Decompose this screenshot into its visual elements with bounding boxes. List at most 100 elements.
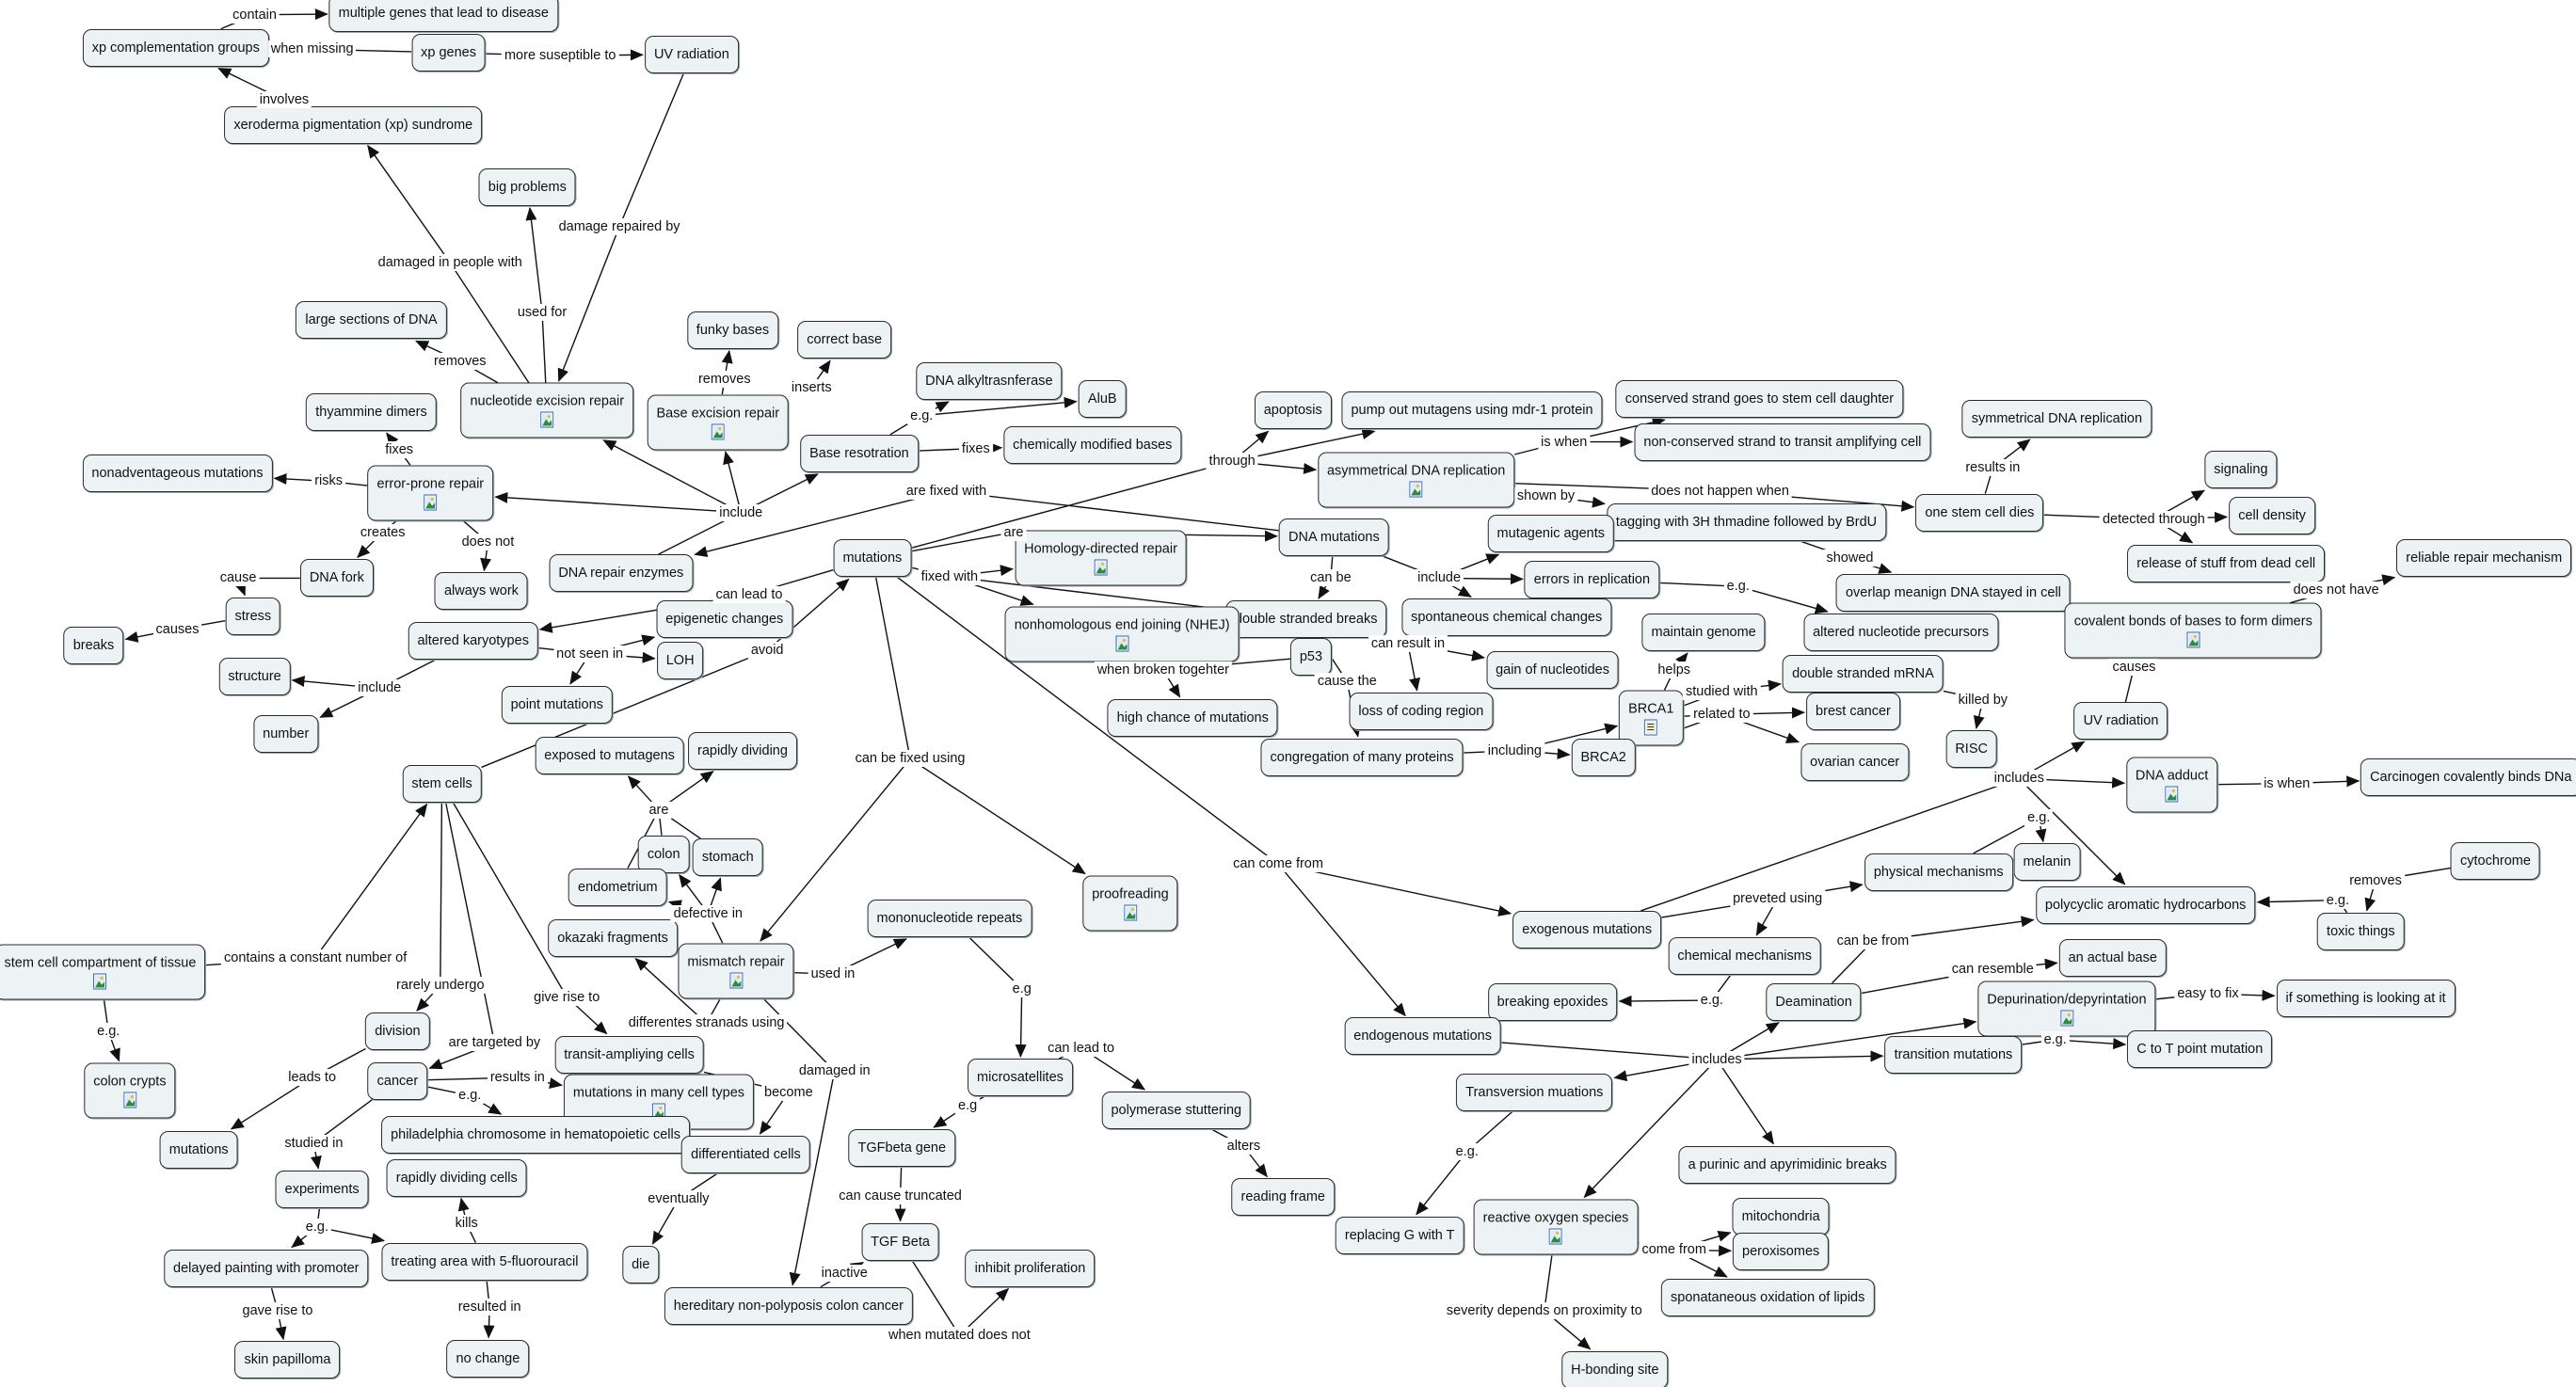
concept-no-change[interactable]: no change — [446, 1339, 530, 1378]
concept-colon-crypts[interactable]: colon crypts — [84, 1062, 176, 1119]
concept-experiments[interactable]: experiments — [275, 1170, 369, 1208]
concept-uv-radiation[interactable]: UV radiation — [2073, 702, 2168, 741]
image-resource-icon[interactable] — [1115, 635, 1129, 652]
concept-chemically-modified-bases[interactable]: chemically modified bases — [1003, 426, 1182, 465]
concept-correct-base[interactable]: correct base — [797, 321, 892, 359]
concept-cytochrome[interactable]: cytochrome — [2450, 841, 2540, 880]
concept-a-purinic-and-apyrimidinic-breaks[interactable]: a purinic and apyrimidinic breaks — [1678, 1145, 1896, 1184]
concept-risc[interactable]: RISC — [1945, 729, 1997, 768]
concept-one-stem-cell-dies[interactable]: one stem cell dies — [1915, 493, 2044, 532]
concept-transit-ampliying-cells[interactable]: transit-ampliying cells — [554, 1035, 704, 1074]
concept-stem-cell-compartment-of-tissue[interactable]: stem cell compartment of tissue — [0, 944, 206, 1000]
concept-exogenous-mutations[interactable]: exogenous mutations — [1512, 910, 1662, 949]
image-resource-icon[interactable] — [1094, 559, 1108, 576]
concept-conserved-strand-goes-to-stem-cell-daughter[interactable]: conserved strand goes to stem cell daugh… — [1615, 380, 1904, 419]
concept-dna-mutations[interactable]: DNA mutations — [1279, 518, 1389, 556]
concept-stem-cells[interactable]: stem cells — [402, 764, 482, 803]
concept-homology-directed-repair[interactable]: Homology-directed repair — [1015, 530, 1187, 586]
concept-overlap-meanign-dna-stayed-in-cell[interactable]: overlap meanign DNA stayed in cell — [1835, 574, 2071, 613]
concept-structure[interactable]: structure — [218, 658, 291, 696]
concept-uv-radiation[interactable]: UV radiation — [644, 35, 739, 73]
concept-spontaneous-chemical-changes[interactable]: spontaneous chemical changes — [1401, 598, 1612, 637]
concept-delayed-painting-with-promoter[interactable]: delayed painting with promoter — [164, 1249, 369, 1287]
concept-tgf-beta[interactable]: TGF Beta — [861, 1222, 939, 1261]
concept-cancer[interactable]: cancer — [367, 1061, 428, 1100]
concept-mutations[interactable]: mutations — [159, 1130, 238, 1169]
concept-number[interactable]: number — [253, 715, 319, 754]
concept-always-work[interactable]: always work — [434, 572, 528, 611]
concept-treating-area-with-5-fluorouracil[interactable]: treating area with 5-fluorouracil — [381, 1242, 588, 1281]
image-resource-icon[interactable] — [651, 1103, 665, 1120]
concept-thyammine-dimers[interactable]: thyammine dimers — [306, 393, 437, 432]
concept-large-sections-of-dna[interactable]: large sections of DNA — [296, 301, 447, 340]
concept-reading-frame[interactable]: reading frame — [1231, 1178, 1335, 1217]
concept-double-stranded-breaks[interactable]: double stranded breaks — [1224, 600, 1387, 639]
image-resource-icon[interactable] — [1123, 904, 1137, 921]
concept-altered-karyotypes[interactable]: altered karyotypes — [408, 621, 538, 660]
concept-mismatch-repair[interactable]: mismatch repair — [678, 943, 794, 999]
concept-dna-adduct[interactable]: DNA adduct — [2125, 757, 2218, 813]
concept-covalent-bonds-of-bases-to-form-dimers[interactable]: covalent bonds of bases to form dimers — [2064, 602, 2322, 659]
concept-microsatellites[interactable]: microsatellites — [968, 1059, 1073, 1097]
concept-altered-nucleotide-precursors[interactable]: altered nucleotide precursors — [1803, 614, 1999, 652]
concept-depurination-depyrintation[interactable]: Depurination/depyrintation — [1977, 980, 2156, 1037]
image-resource-icon[interactable] — [424, 494, 438, 511]
concept-rapidly-dividing-cells[interactable]: rapidly dividing cells — [386, 1158, 527, 1197]
concept-philadelphia-chromosome-in-hematopoietic-cells[interactable]: philadelphia chromosome in hematopoietic… — [381, 1116, 690, 1155]
concept-multiple-genes-that-lead-to-disease[interactable]: multiple genes that lead to disease — [328, 0, 558, 32]
concept-symmetrical-dna-replication[interactable]: symmetrical DNA replication — [1961, 400, 2152, 438]
concept-xp-complementation-groups[interactable]: xp complementation groups — [82, 28, 269, 67]
concept-proofreading[interactable]: proofreading — [1082, 875, 1178, 932]
concept-colon[interactable]: colon — [637, 835, 690, 873]
image-resource-icon[interactable] — [711, 423, 725, 440]
concept-tagging-with-3h-thmadine-followed-by-brdu[interactable]: tagging with 3H thmadine followed by Brd… — [1606, 503, 1887, 542]
concept-rapidly-dividing[interactable]: rapidly dividing — [688, 731, 797, 770]
concept-if-something-is-looking-at-it[interactable]: if something is looking at it — [2276, 980, 2456, 1018]
concept-an-actual-base[interactable]: an actual base — [2058, 938, 2167, 977]
concept-signaling[interactable]: signaling — [2204, 451, 2278, 489]
concept-errors-in-replication[interactable]: errors in replication — [1524, 561, 1660, 599]
concept-peroxisomes[interactable]: peroxisomes — [1733, 1233, 1830, 1271]
concept-carcinogen-covalently-binds-dna[interactable]: Carcinogen covalently binds DNa — [2360, 757, 2576, 796]
concept-non-conserved-strand-to-transit-amplifying-cell[interactable]: non-conserved strand to transit amplifyi… — [1634, 422, 1931, 461]
concept-differentiated-cells[interactable]: differentiated cells — [681, 1136, 810, 1174]
image-resource-icon[interactable] — [540, 411, 554, 428]
concept-alub[interactable]: AluB — [1078, 380, 1127, 419]
concept-reliable-repair-mechanism[interactable]: reliable repair mechanism — [2396, 539, 2572, 578]
image-resource-icon[interactable] — [728, 972, 743, 989]
image-resource-icon[interactable] — [2165, 786, 2179, 803]
concept-toxic-things[interactable]: toxic things — [2317, 912, 2405, 950]
concept-asymmetrical-dna-replication[interactable]: asymmetrical DNA replication — [1317, 452, 1515, 508]
concept-deamination[interactable]: Deamination — [1766, 982, 1862, 1021]
concept-xp-genes[interactable]: xp genes — [411, 33, 486, 72]
concept-replacing-g-with-t[interactable]: replacing G with T — [1335, 1216, 1464, 1254]
concept-breaking-epoxides[interactable]: breaking epoxides — [1487, 982, 1618, 1021]
concept-endometrium[interactable]: endometrium — [568, 868, 667, 906]
concept-brca2[interactable]: BRCA2 — [1571, 738, 1636, 776]
concept-congregation-of-many-proteins[interactable]: congregation of many proteins — [1260, 738, 1464, 776]
concept-reactive-oxygen-species[interactable]: reactive oxygen species — [1473, 1199, 1639, 1255]
concept-exposed-to-mutagens[interactable]: exposed to mutagens — [535, 736, 684, 774]
concept-die[interactable]: die — [622, 1246, 660, 1284]
concept-skin-papilloma[interactable]: skin papilloma — [234, 1341, 341, 1379]
image-resource-icon[interactable] — [2186, 631, 2200, 648]
concept-c-to-t-point-mutation[interactable]: C to T point mutation — [2127, 1030, 2273, 1069]
concept-h-bonding-site[interactable]: H-bonding site — [1561, 1350, 1669, 1387]
concept-mitochondria[interactable]: mitochondria — [1732, 1198, 1830, 1236]
concept-transversion-muations[interactable]: Transversion muations — [1456, 1073, 1613, 1111]
concept-double-stranded-mrna[interactable]: double stranded mRNA — [1783, 654, 1944, 693]
concept-sponataneous-oxidation-of-lipids[interactable]: sponataneous oxidation of lipids — [1661, 1278, 1875, 1316]
concept-ovarian-cancer[interactable]: ovarian cancer — [1800, 742, 1910, 781]
image-resource-icon[interactable] — [1549, 1228, 1563, 1245]
concept-loh[interactable]: LOH — [656, 641, 704, 679]
concept-brest-cancer[interactable]: brest cancer — [1806, 692, 1900, 730]
concept-inhibit-proliferation[interactable]: inhibit proliferation — [965, 1249, 1096, 1287]
concept-pump-out-mutagens-using-mdr-1-protein[interactable]: pump out mutagens using mdr-1 protein — [1341, 391, 1603, 430]
concept-transition-mutations[interactable]: transition mutations — [1884, 1035, 2023, 1074]
concept-okazaki-fragments[interactable]: okazaki fragments — [548, 918, 678, 957]
image-resource-icon[interactable] — [1409, 481, 1423, 498]
concept-stomach[interactable]: stomach — [692, 838, 763, 877]
concept-xeroderma-pigmentation-xp-sundrome[interactable]: xeroderma pigmentation (xp) sundrome — [224, 105, 483, 144]
concept-error-prone-repair[interactable]: error-prone repair — [367, 465, 494, 521]
concept-breaks[interactable]: breaks — [63, 626, 124, 664]
